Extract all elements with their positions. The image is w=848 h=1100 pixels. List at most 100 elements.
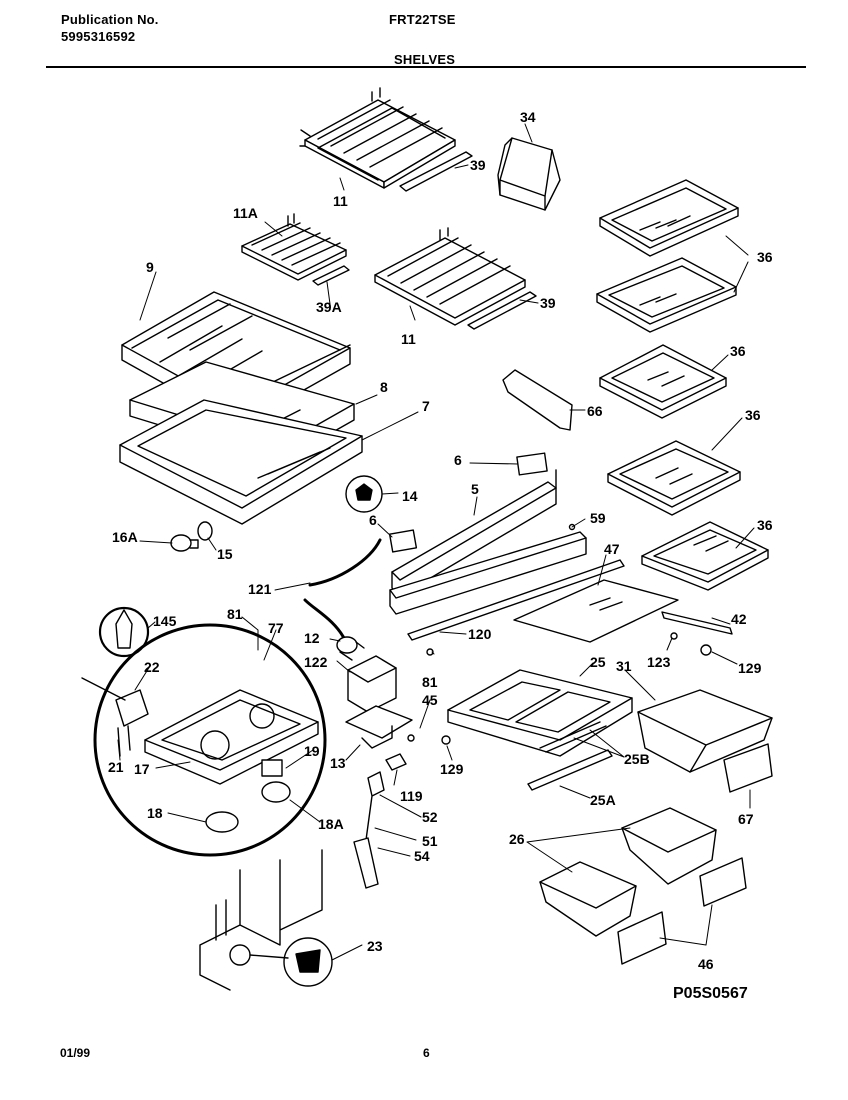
freezer-wire-shelf-middle [374,227,526,326]
callout-23: 23 [367,938,383,954]
callout-11A: 11A [233,205,258,221]
water-tube [303,538,382,642]
callout-123: 123 [647,654,671,670]
callout-7: 7 [422,398,430,414]
cabinet-corner [199,849,333,991]
callout-36: 36 [757,517,773,533]
bracket-lower [388,529,418,553]
glass-shelf-3 [599,344,727,419]
small-wire-shelf [241,213,347,281]
screw [407,734,415,742]
bracket-upper [516,452,548,476]
callout-12: 12 [304,630,320,646]
dispenser-tube [365,771,385,841]
crisper-front-lower [617,911,667,965]
callout-21: 21 [108,759,124,775]
door-bin-small [497,137,561,211]
light-socket [170,534,199,552]
callout-25B: 25B [624,751,650,767]
callout-11: 11 [401,331,416,347]
callout-18: 18 [147,805,163,821]
callout-6: 6 [454,452,462,468]
callout-66: 66 [587,403,603,419]
drawer-rail [661,611,733,635]
callout-31: 31 [616,658,632,674]
callout-129: 129 [440,761,464,777]
footer-page-number: 6 [423,1046,430,1060]
callout-19: 19 [304,743,320,759]
callout-labels: 34 39 11 11A 39A 9 11 39 36 36 36 36 66 … [108,109,773,1002]
callout-67: 67 [738,811,754,827]
water-valve [336,636,365,661]
callout-129: 129 [738,660,762,676]
water-dispenser-housing [345,655,413,749]
callout-39: 39 [540,295,556,311]
callout-22: 22 [144,659,160,675]
callout-36: 36 [745,407,761,423]
callout-120: 120 [468,626,492,642]
drawer-stop [700,644,712,656]
filter-cover [385,753,407,771]
callout-25: 25 [590,654,606,670]
callout-13: 13 [330,755,346,771]
slide-rail [391,469,557,597]
callout-42: 42 [731,611,747,627]
leader-lines [117,123,755,961]
callout-15: 15 [217,546,233,562]
callout-36: 36 [730,343,746,359]
washer [441,735,451,745]
callout-16A: 16A [112,529,138,545]
callout-25A: 25A [590,792,616,808]
callout-39: 39 [470,157,486,173]
callout-34: 34 [520,109,536,125]
callout-11: 11 [333,193,348,209]
drawing-code: P05S0567 [673,985,748,1002]
light-bulb [197,521,213,541]
callout-121: 121 [248,581,272,597]
screw [670,632,678,640]
meat-pan [637,689,773,773]
callout-14: 14 [402,488,418,504]
shelf-support-part [345,475,383,513]
callout-47: 47 [604,541,620,557]
callout-51: 51 [422,833,438,849]
icemaker-detail-circle [81,623,327,857]
callout-54: 54 [414,848,430,864]
callout-8: 8 [380,379,388,395]
dispenser-nozzle [353,837,379,889]
screw [426,648,434,656]
icemaker-part-small-circle [98,606,150,658]
crisper-frame [447,669,633,757]
small-trim-strip [312,265,350,286]
section-title: SHELVES [394,52,456,67]
callout-46: 46 [698,956,714,972]
callout-36: 36 [757,249,773,265]
glass-shelf-2 [596,257,737,333]
callout-52: 52 [422,809,438,825]
shelf-front-trim [502,369,573,431]
screw [568,523,576,531]
callout-81: 81 [227,606,243,622]
glass-shelf-1 [599,179,739,257]
middle-trim-strip [467,291,537,330]
callout-5: 5 [471,481,479,497]
publication-label: Publication No. [61,12,159,27]
callout-145: 145 [153,613,177,629]
crisper-rail [527,749,613,791]
glass-shelf-4 [607,440,741,516]
crisper-glass-cover [513,579,679,643]
footer-date: 01/99 [60,1046,91,1060]
callout-17: 17 [134,761,150,777]
drawer-front-small [723,743,773,793]
glass-shelf-5 [641,521,769,591]
callout-77: 77 [268,620,284,636]
shelf-trim-strip [399,151,473,192]
callout-59: 59 [590,510,606,526]
callout-9: 9 [146,259,154,275]
freezer-wire-shelf-top [299,87,456,189]
slide-rail-lower [389,531,625,641]
callout-119: 119 [400,788,423,804]
model-number: FRT22TSE [389,12,456,27]
